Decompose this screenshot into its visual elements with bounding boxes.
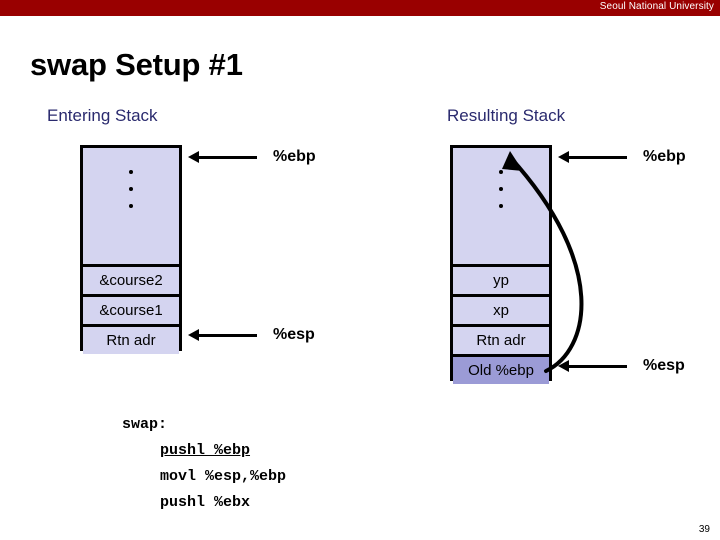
stack-cell-old-ebp: Old %ebp bbox=[453, 354, 549, 384]
dot bbox=[499, 170, 503, 174]
register-label: %esp bbox=[643, 357, 685, 374]
dot bbox=[129, 187, 133, 191]
stack-cell: Rtn adr bbox=[83, 324, 179, 354]
entering-stack-esp-pointer: %esp bbox=[188, 325, 315, 345]
stack-cell: &course1 bbox=[83, 294, 179, 324]
resulting-stack-ebp-pointer: %ebp bbox=[558, 147, 686, 167]
entering-stack-diagram: &course2 &course1 Rtn adr bbox=[80, 145, 182, 354]
page-number: 39 bbox=[698, 524, 710, 535]
arrow-shaft bbox=[199, 333, 257, 337]
stack-cell: xp bbox=[453, 294, 549, 324]
code-line: pushl %ebx bbox=[160, 494, 251, 511]
arrow-head-icon bbox=[188, 329, 199, 341]
arrow-shaft bbox=[569, 364, 627, 368]
arrow-shaft bbox=[569, 155, 627, 159]
entering-stack-heading: Entering Stack bbox=[47, 106, 158, 125]
resulting-stack-heading: Resulting Stack bbox=[447, 106, 566, 125]
page-title: swap Setup #1 bbox=[30, 47, 243, 82]
dot bbox=[129, 170, 133, 174]
register-label: %ebp bbox=[273, 148, 316, 165]
university-name: Seoul National University bbox=[599, 1, 714, 12]
dot bbox=[499, 187, 503, 191]
arrow-head-icon bbox=[188, 151, 199, 163]
stack-unused-region bbox=[83, 148, 179, 264]
code-line: movl %esp,%ebp bbox=[160, 468, 287, 485]
dot bbox=[129, 204, 133, 208]
stack-cell: Rtn adr bbox=[453, 324, 549, 354]
ellipsis-dots bbox=[453, 170, 549, 208]
entering-stack-ebp-pointer: %ebp bbox=[188, 147, 316, 167]
ellipsis-dots bbox=[83, 170, 179, 208]
register-label: %esp bbox=[273, 326, 315, 343]
code-line-current: pushl %ebp bbox=[160, 442, 251, 459]
arrow-head-icon bbox=[558, 151, 569, 163]
resulting-stack-diagram: yp xp Rtn adr Old %ebp bbox=[450, 145, 552, 384]
arrow-head-icon bbox=[558, 360, 569, 372]
code-label: swap: bbox=[122, 416, 168, 433]
resulting-stack-esp-pointer: %esp bbox=[558, 356, 685, 376]
header-bar bbox=[0, 0, 720, 16]
arrow-shaft bbox=[199, 155, 257, 159]
stack-cell: yp bbox=[453, 264, 549, 294]
stack-cell: &course2 bbox=[83, 264, 179, 294]
stack-unused-region bbox=[453, 148, 549, 264]
register-label: %ebp bbox=[643, 148, 686, 165]
code-listing: swap: pushl %ebp movl %esp,%ebp pushl %e… bbox=[122, 412, 286, 516]
dot bbox=[499, 204, 503, 208]
